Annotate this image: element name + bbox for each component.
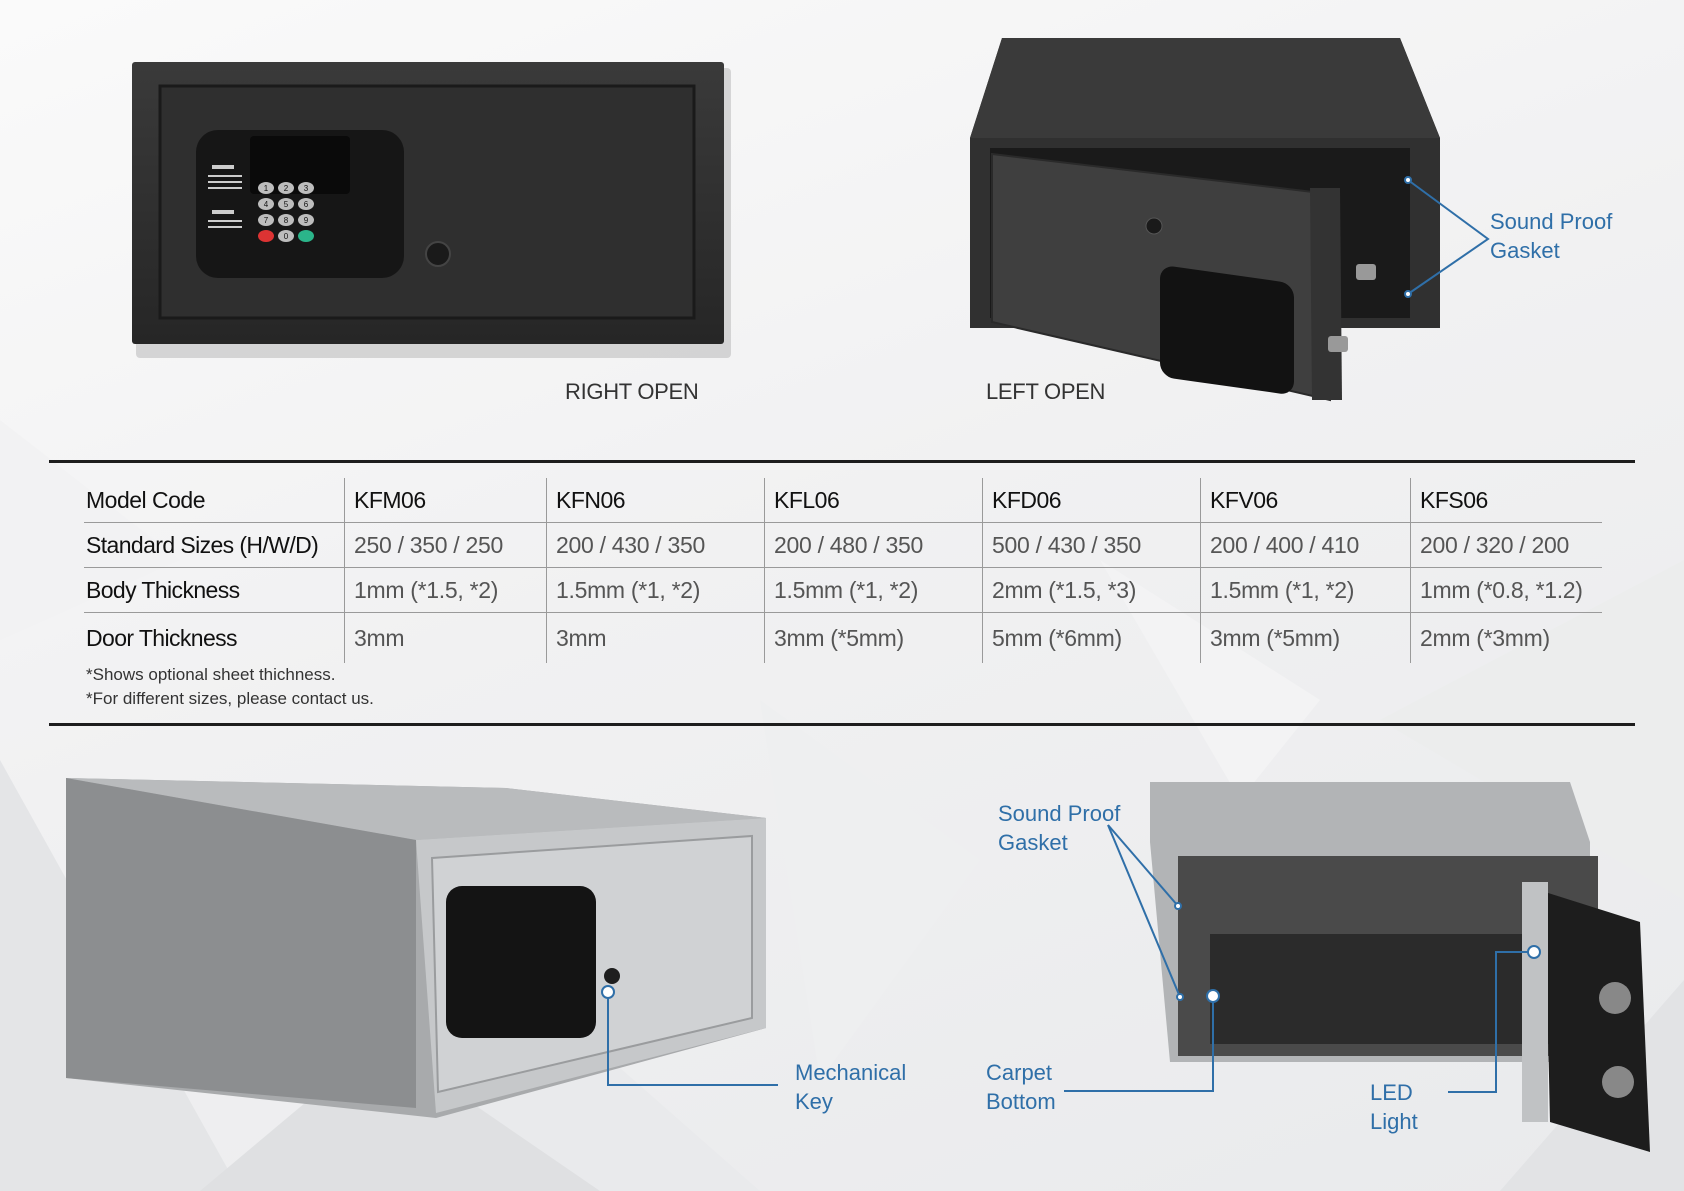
keypad-key [278, 230, 294, 242]
table-cell: KFL06 [764, 478, 983, 523]
table-cell: 2mm (*3mm) [1410, 612, 1602, 663]
table-cell: KFN06 [546, 478, 765, 523]
safe-grey-closed-image [66, 778, 766, 1118]
keyhole-icon [425, 241, 451, 267]
table-cell: KFS06 [1410, 478, 1602, 523]
keypad-key [278, 214, 294, 226]
keypad-key [298, 182, 314, 194]
table-cell: 1.5mm (*1, *2) [546, 567, 765, 613]
keypad-key-label: 8 [284, 216, 289, 225]
table-row: Standard Sizes (H/W/D) 250 / 350 / 250 2… [84, 522, 1602, 568]
table-cell: 1mm (*0.8, *1.2) [1410, 567, 1602, 613]
table-cell: 3mm (*5mm) [1200, 612, 1411, 663]
table-cell: 200 / 320 / 200 [1410, 522, 1602, 568]
keypad-key-label: 3 [304, 184, 309, 193]
safe-open-dark-image [970, 38, 1440, 402]
table-cell: 5mm (*6mm) [982, 612, 1201, 663]
left-open-caption: LEFT OPEN [986, 379, 1106, 404]
spec-table: Model Code KFM06 KFN06 KFL06 KFD06 KFV06… [84, 478, 1602, 663]
top-divider [49, 460, 1635, 463]
right-open-caption: RIGHT OPEN [565, 379, 699, 404]
table-cell: 200 / 400 / 410 [1200, 522, 1411, 568]
keypad-key-label: 6 [304, 200, 309, 209]
callout-sound-proof-gasket-top: Sound Proof Gasket [1490, 209, 1613, 263]
keypad-key [258, 198, 274, 210]
table-row: Door Thickness 3mm 3mm 3mm (*5mm) 5mm (*… [84, 612, 1602, 663]
row-label: Standard Sizes (H/W/D) [84, 522, 345, 568]
note-optional-thickness: *Shows optional sheet thichness. [86, 665, 336, 684]
table-cell: KFM06 [344, 478, 547, 523]
table-cell: 1.5mm (*1, *2) [1200, 567, 1411, 613]
keypad-key-label: 0 [284, 232, 289, 241]
callout-carpet-bottom: Carpet Bottom [986, 1060, 1056, 1114]
keypad-key-label: 9 [304, 216, 309, 225]
callout-led-light: LED Light [1370, 1080, 1418, 1134]
callout-sound-proof-gasket-bottom: Sound Proof Gasket [998, 801, 1121, 855]
table-cell: 1mm (*1.5, *2) [344, 567, 547, 613]
table-cell: 3mm [546, 612, 765, 663]
keypad-key [258, 182, 274, 194]
keypad-key [258, 230, 274, 242]
table-cell: 200 / 430 / 350 [546, 522, 765, 568]
keypad-key [278, 198, 294, 210]
keypad-key-label: 2 [284, 184, 289, 193]
keypad-key-label: 5 [284, 200, 289, 209]
row-label: Body Thickness [84, 567, 345, 613]
keypad-key [278, 182, 294, 194]
table-cell: 500 / 430 / 350 [982, 522, 1201, 568]
table-row: Model Code KFM06 KFN06 KFL06 KFD06 KFV06… [84, 478, 1602, 523]
table-cell: 200 / 480 / 350 [764, 522, 983, 568]
table-cell: 3mm [344, 612, 547, 663]
table-cell: KFV06 [1200, 478, 1411, 523]
row-label: Model Code [84, 478, 345, 523]
note-different-sizes: *For different sizes, please contact us. [86, 689, 374, 708]
keypad-key [298, 198, 314, 210]
keypad-key [258, 214, 274, 226]
table-cell: KFD06 [982, 478, 1201, 523]
table-row: Body Thickness 1mm (*1.5, *2) 1.5mm (*1,… [84, 567, 1602, 613]
safe-grey-open-image [1150, 782, 1650, 1152]
row-label: Door Thickness [86, 624, 238, 651]
keypad-icon: 1 2 3 4 5 6 7 8 9 0 [196, 130, 404, 278]
table-cell: 250 / 350 / 250 [344, 522, 547, 568]
safe-front-dark-image: 1 2 3 4 5 6 7 8 9 0 [132, 62, 731, 358]
table-cell: 2mm (*1.5, *3) [982, 567, 1201, 613]
keypad-key-label: 4 [264, 200, 269, 209]
keypad-key-label: 1 [264, 184, 269, 193]
callout-mechanical-key: Mechanical Key [795, 1060, 907, 1114]
bottom-divider [49, 723, 1635, 726]
keypad-key [298, 230, 314, 242]
table-cell: 3mm (*5mm) [764, 612, 983, 663]
keypad-key [298, 214, 314, 226]
table-cell: 1.5mm (*1, *2) [764, 567, 983, 613]
keypad-key-label: 7 [264, 216, 269, 225]
